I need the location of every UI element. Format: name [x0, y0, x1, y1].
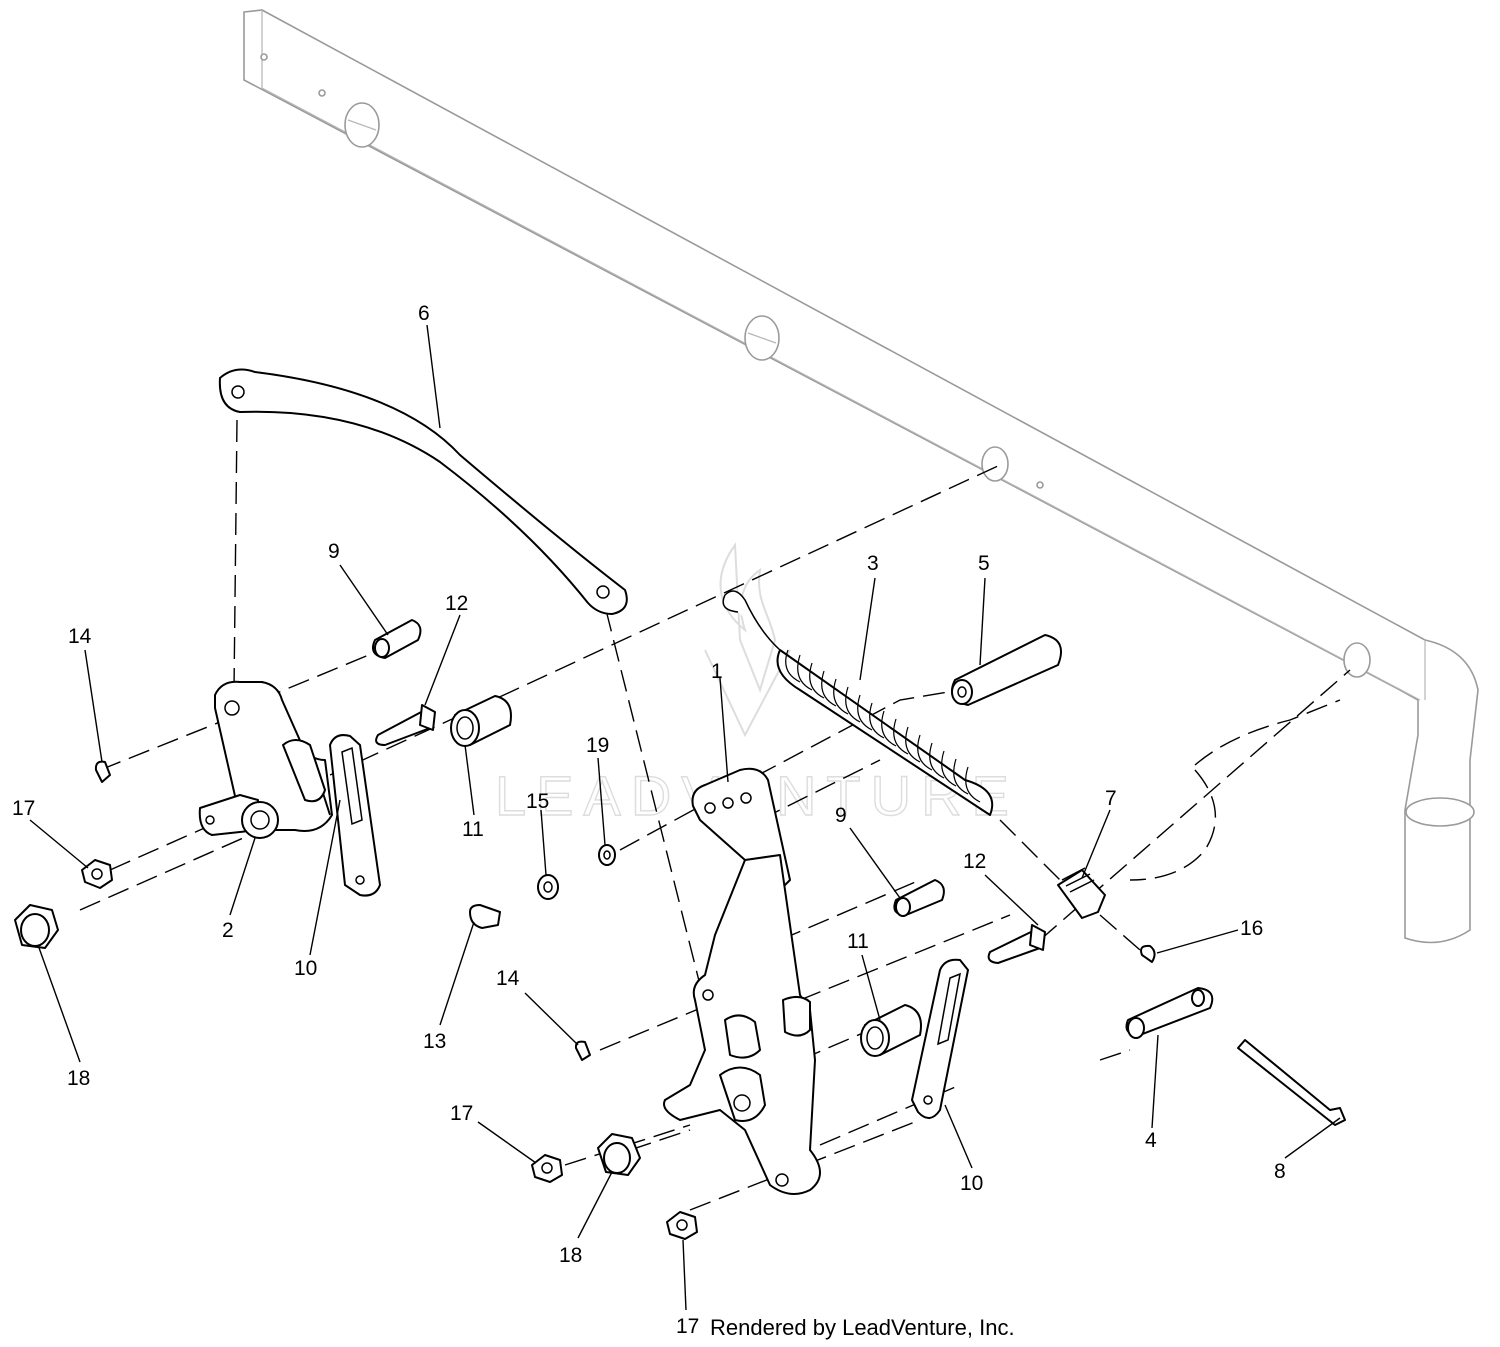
- callout-13: 13: [423, 1030, 446, 1053]
- callout-3: 3: [867, 552, 879, 575]
- callout-19: 19: [586, 734, 609, 757]
- callout-17-bottom: 17: [676, 1315, 699, 1338]
- callout-17-left: 17: [12, 797, 35, 820]
- callout-9-right: 9: [835, 804, 847, 827]
- part-14-clip-right: [574, 1040, 591, 1061]
- part-15-washer: [537, 874, 559, 900]
- part-13-bolt: [469, 904, 501, 929]
- part-18-nut-left: [14, 904, 59, 949]
- part-6-link: [218, 368, 628, 615]
- part-2-bracket: [198, 680, 333, 839]
- callout-6: 6: [418, 302, 430, 325]
- callout-8: 8: [1274, 1160, 1286, 1183]
- callout-18-right: 18: [559, 1244, 582, 1267]
- callout-1: 1: [711, 660, 723, 683]
- part-10-link-right: [911, 958, 969, 1119]
- callout-7: 7: [1105, 787, 1117, 810]
- render-credit: Rendered by LeadVenture, Inc.: [710, 1315, 1015, 1340]
- leader-lines: [29, 324, 1341, 1311]
- part-16-clip: [1140, 944, 1156, 963]
- callout-18-left: 18: [67, 1067, 90, 1090]
- part-9-pin-right: [893, 879, 945, 917]
- callout-16: 16: [1240, 917, 1263, 940]
- part-18-nut-right: [597, 1133, 641, 1176]
- callout-11-left: 11: [462, 818, 484, 841]
- part-4-pin: [1125, 987, 1214, 1039]
- part-10-link-left: [329, 734, 381, 897]
- part-19-washer: [598, 844, 616, 866]
- part-17-nut-middle: [531, 1154, 563, 1183]
- part-7-nut: [1057, 867, 1106, 919]
- part-11-bushing-right: [860, 1004, 922, 1057]
- callout-15: 15: [526, 790, 549, 813]
- callout-4: 4: [1145, 1129, 1157, 1152]
- callout-10-left: 10: [294, 957, 317, 980]
- part-17-nut-left: [81, 859, 113, 889]
- part-5-spacer: [951, 634, 1062, 706]
- part-1-bracket: [663, 767, 821, 1195]
- callout-14-left: 14: [68, 625, 92, 648]
- callout-12-right: 12: [963, 850, 986, 873]
- part-12-pin-right: [987, 924, 1046, 964]
- part-17-nut-bottom: [666, 1211, 698, 1240]
- part-9-pin-left: [372, 619, 422, 659]
- callouts: 1 2 3 4 5 6 7 8 9 9 10 10 11 11 12 12 13…: [12, 302, 1286, 1338]
- part-3-spring: [722, 590, 994, 816]
- callout-9-left: 9: [328, 540, 340, 563]
- part-14-clip-left: [94, 760, 111, 783]
- callout-12-left: 12: [445, 592, 468, 615]
- callout-5: 5: [978, 552, 990, 575]
- callout-17-middle: 17: [450, 1102, 473, 1125]
- part-8-bolt: [1237, 1039, 1346, 1126]
- part-11-bushing-left: [450, 695, 512, 747]
- callout-11-right: 11: [847, 930, 869, 953]
- part-12-pin-left: [375, 704, 436, 746]
- callout-14-right: 14: [496, 967, 520, 990]
- callout-10-right: 10: [960, 1172, 983, 1195]
- frame-rail: [243, 9, 1479, 944]
- callout-2: 2: [222, 919, 234, 942]
